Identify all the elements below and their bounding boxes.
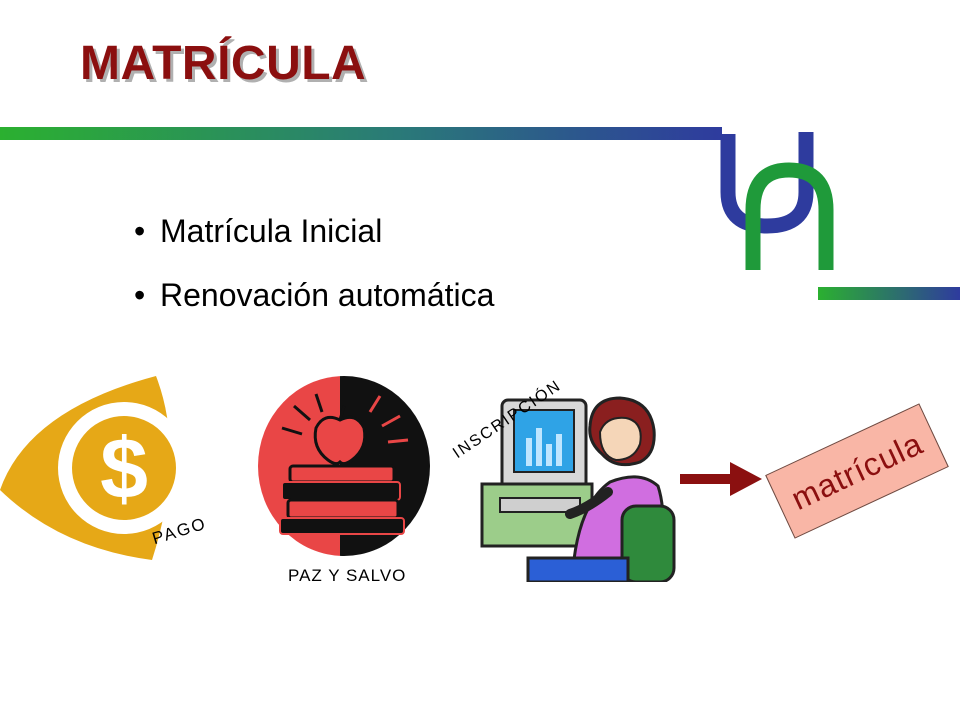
- logo-top-bar: [0, 127, 722, 140]
- svg-text:$: $: [100, 421, 148, 517]
- logo-bottom-bar: [818, 287, 960, 300]
- bullet-item: • Matrícula Inicial: [134, 208, 494, 272]
- logo-u-shape: [720, 132, 814, 234]
- dollar-coin-icon: $: [0, 376, 190, 560]
- bullet-text: Renovación automática: [160, 277, 495, 313]
- paz-y-salvo-label: PAZ Y SALVO: [288, 566, 407, 585]
- bullet-text: Matrícula Inicial: [160, 213, 383, 249]
- matricula-result-badge: matrícula: [765, 403, 949, 539]
- logo-n-shape: [745, 162, 834, 270]
- arrow-right-icon: [680, 462, 762, 496]
- computer-user-icon: [480, 396, 676, 582]
- books-apple-icon: [258, 376, 430, 556]
- bullet-dot: •: [134, 277, 146, 313]
- bullet-dot: •: [134, 213, 146, 249]
- bullet-item: • Renovación automática: [134, 272, 494, 336]
- university-logo-icon: [0, 127, 960, 300]
- page-title: MATRÍCULA: [80, 37, 367, 90]
- bullet-list: • Matrícula Inicial • Renovación automátic…: [134, 208, 494, 336]
